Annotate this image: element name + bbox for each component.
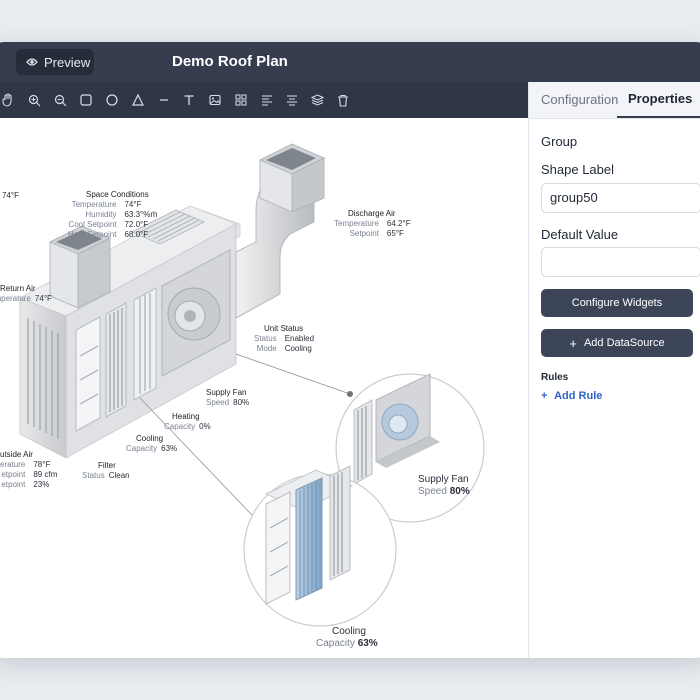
plus-icon: + xyxy=(541,390,548,402)
section-title: Group xyxy=(541,134,578,149)
supply-fan-zoom[interactable] xyxy=(335,373,485,523)
zoom-supply-fan-caption: Supply Fan Speed 80% xyxy=(418,474,470,497)
hvac-unit-illustration xyxy=(19,143,485,627)
zoom-cooling-caption: Cooling Capacity 63% xyxy=(316,626,378,649)
top-bar: Preview Demo Roof Plan xyxy=(0,42,700,82)
hand-icon[interactable] xyxy=(0,91,17,109)
drawing-toolbar xyxy=(0,82,528,118)
tab-properties[interactable]: Properties xyxy=(628,91,693,106)
circle-icon[interactable] xyxy=(103,91,121,109)
rules-title: Rules xyxy=(541,372,569,383)
configure-widgets-button[interactable]: Configure Widgets xyxy=(541,289,693,317)
default-value-title: Default Value xyxy=(541,227,619,242)
preview-label: Preview xyxy=(44,54,91,70)
add-rule-link[interactable]: + Add Rule xyxy=(541,390,602,402)
add-datasource-label: Add DataSource xyxy=(583,337,665,349)
heating-label: Heating Capacity 0% xyxy=(164,412,211,431)
active-tab-indicator xyxy=(617,116,700,118)
cooling-zoom[interactable] xyxy=(243,465,397,627)
configure-widgets-label: Configure Widgets xyxy=(571,297,663,309)
panel-tabs: Configuration Properties xyxy=(529,82,700,119)
tab-configuration[interactable]: Configuration xyxy=(541,92,619,107)
preview-button[interactable]: Preview xyxy=(16,49,94,75)
zoom-in-icon[interactable] xyxy=(25,91,43,109)
discharge-air-label: Discharge Air Temperature Setpoint 64.2°… xyxy=(334,209,411,238)
top-left-readout: 74°F xyxy=(2,191,19,200)
add-rule-label: Add Rule xyxy=(554,390,603,402)
properties-panel: Configuration Properties Group Shape Lab… xyxy=(528,82,700,658)
image-icon[interactable] xyxy=(206,91,224,109)
layers-icon[interactable] xyxy=(308,91,326,109)
return-air-label: Return Air emperature 74°F xyxy=(0,284,52,303)
plus-icon: + xyxy=(569,335,577,351)
default-value-input[interactable] xyxy=(541,247,700,277)
unit-status-label: Unit Status Status Mode Enabled Cooling xyxy=(254,324,315,353)
eye-icon xyxy=(26,55,38,70)
align-left-icon[interactable] xyxy=(258,91,276,109)
add-datasource-button[interactable]: + Add DataSource xyxy=(541,329,693,357)
page-title: Demo Roof Plan xyxy=(172,53,288,70)
shape-label-input[interactable] xyxy=(541,183,700,213)
app-window: Preview Demo Roof Plan xyxy=(0,42,700,658)
filter-label: Filter Status Clean xyxy=(82,461,130,480)
trash-icon[interactable] xyxy=(334,91,352,109)
triangle-icon[interactable] xyxy=(129,91,147,109)
text-icon[interactable] xyxy=(180,91,198,109)
line-icon[interactable] xyxy=(155,91,173,109)
rectangle-icon[interactable] xyxy=(77,91,95,109)
cooling-label: Cooling Capacity 63% xyxy=(126,434,178,453)
drawing-canvas[interactable]: 74°F Space Conditions Temperature Humidi… xyxy=(0,118,528,658)
shape-label-title: Shape Label xyxy=(541,162,615,177)
zoom-out-icon[interactable] xyxy=(51,91,69,109)
outside-air-label: utside Air erature etpoint etpoint 78°F … xyxy=(0,450,58,489)
grid-icon[interactable] xyxy=(232,91,250,109)
space-conditions-label: Space Conditions Temperature Humidity Co… xyxy=(68,190,158,239)
supply-fan-label: Supply Fan Speed 80% xyxy=(206,388,250,407)
align-center-icon[interactable] xyxy=(283,91,301,109)
